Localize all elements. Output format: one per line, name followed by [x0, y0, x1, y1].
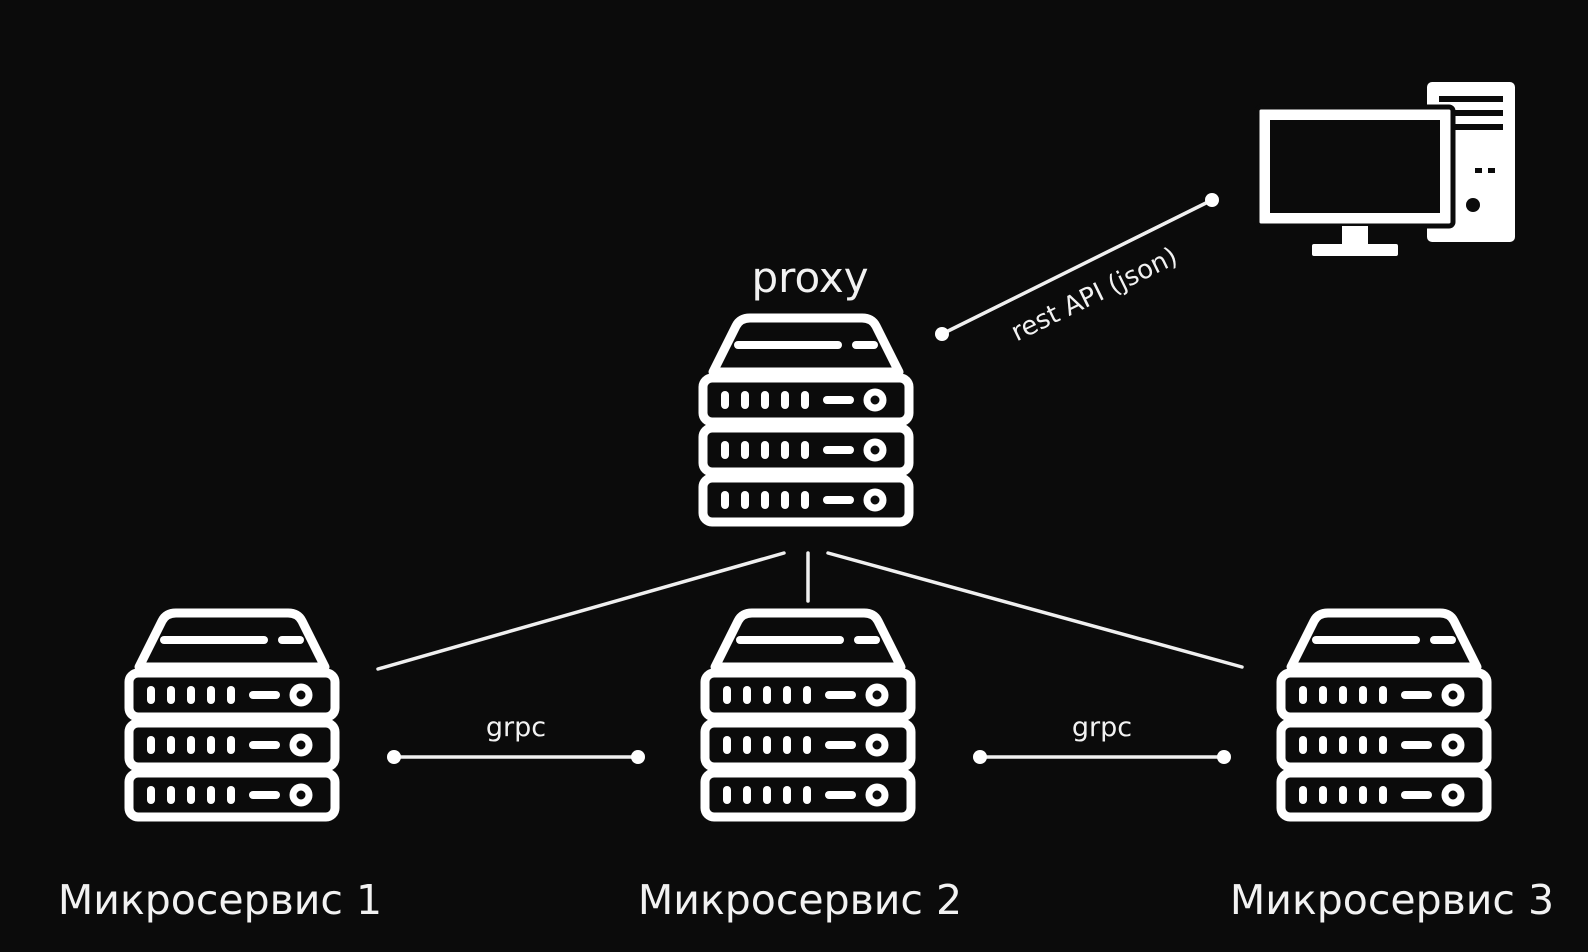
rest-endpoint-client	[1205, 193, 1219, 207]
edge-label-grpc-2-3: grpc	[1072, 712, 1132, 743]
node-label-proxy: proxy	[751, 253, 868, 302]
edge-proxy-ms1	[376, 551, 786, 671]
server-rack-icon	[129, 613, 335, 817]
server-rack-icon	[705, 613, 911, 817]
proxy-connectors	[376, 551, 1244, 671]
node-ms2: Микросервис 2	[638, 613, 962, 924]
edge-rest-api: rest API (json)	[935, 193, 1219, 348]
node-proxy: proxy	[703, 253, 909, 522]
node-label-ms3: Микросервис 3	[1230, 876, 1554, 924]
node-ms3: Микросервис 3	[1230, 613, 1554, 924]
edge-grpc-1-2: grpc	[387, 712, 645, 764]
node-ms1: Микросервис 1	[58, 613, 382, 924]
edge-grpc-2-3: grpc	[973, 712, 1231, 764]
server-rack-icon	[703, 318, 909, 522]
edge-proxy-ms3	[826, 551, 1244, 669]
desktop-computer-icon	[1254, 82, 1515, 256]
edge-label-grpc-1-2: grpc	[486, 712, 546, 743]
server-rack-icon	[1281, 613, 1487, 817]
node-label-ms1: Микросервис 1	[58, 876, 382, 924]
node-label-ms2: Микросервис 2	[638, 876, 962, 924]
rest-endpoint-proxy	[935, 327, 949, 341]
